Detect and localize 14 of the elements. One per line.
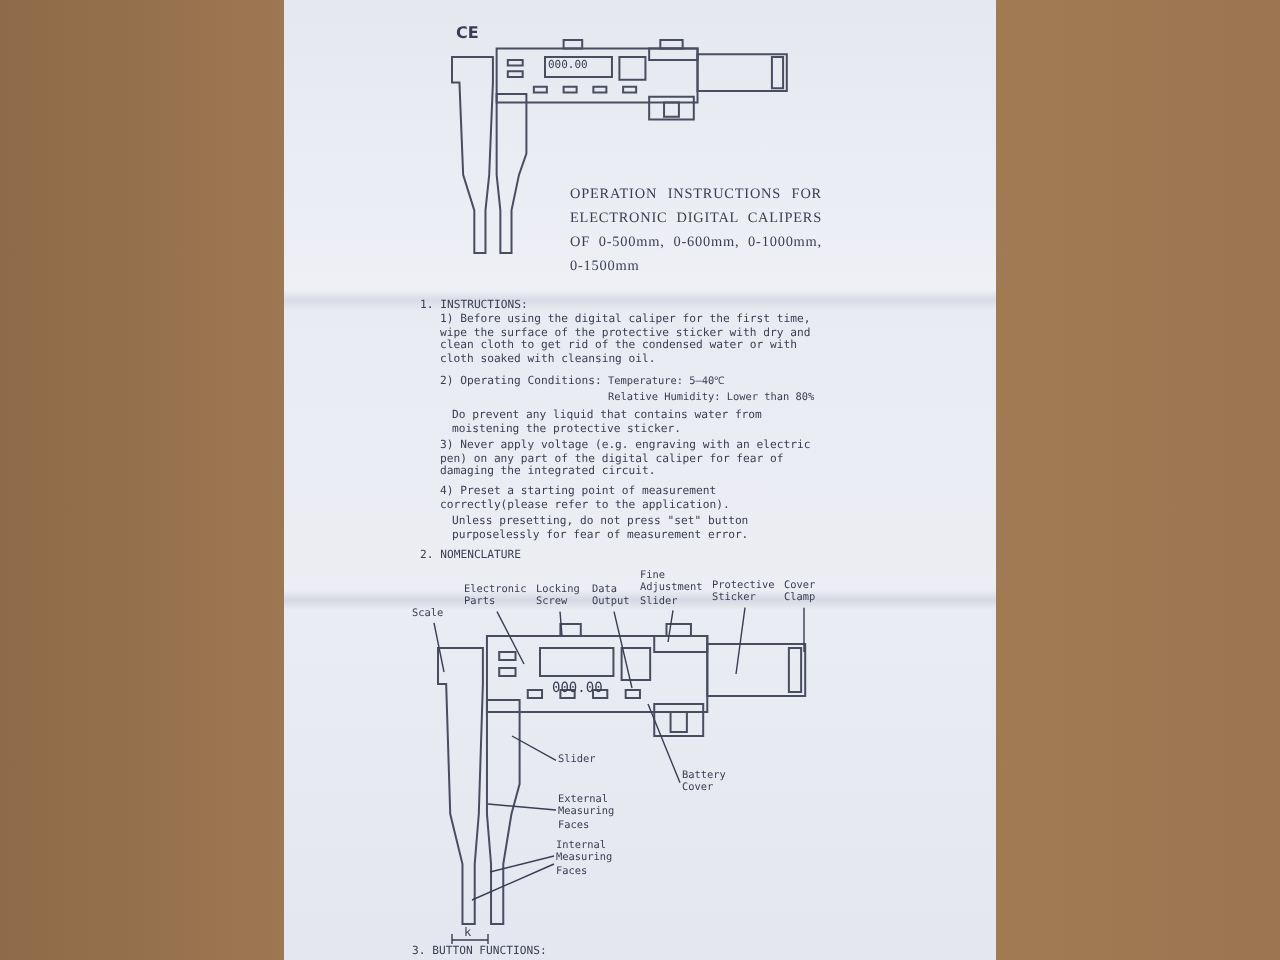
leader-line <box>613 610 633 689</box>
leader-line <box>489 855 555 873</box>
leader-line <box>471 863 555 901</box>
leader-line <box>803 606 805 653</box>
caliper-drawing <box>437 623 807 925</box>
leader-line <box>496 610 525 665</box>
ce-mark: CE <box>456 24 481 42</box>
leader-line <box>487 803 557 811</box>
leader-line <box>667 609 674 643</box>
leader-line <box>433 622 445 673</box>
leader-line <box>735 606 746 675</box>
leader-line <box>511 735 557 762</box>
leader-line <box>559 610 563 637</box>
leader-line <box>647 703 681 784</box>
